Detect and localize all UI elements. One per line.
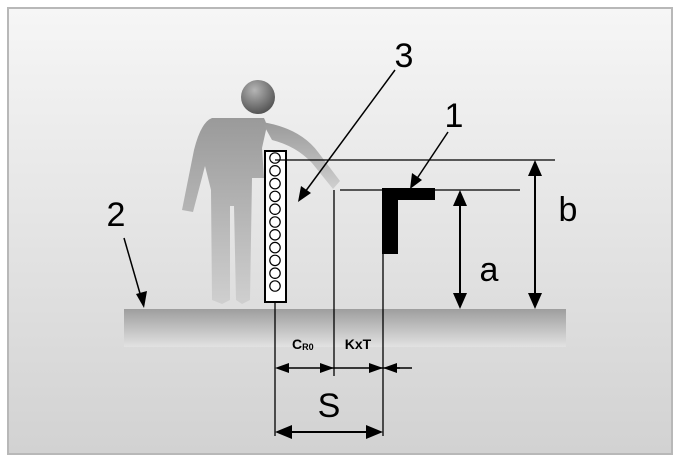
dimension-s <box>275 425 383 439</box>
callout-1-arrowhead <box>410 173 422 189</box>
light-curtain-beam <box>269 152 281 164</box>
dimension-b <box>528 160 542 309</box>
dimension-a <box>453 190 467 309</box>
light-curtain-beam <box>269 203 281 215</box>
cr0-subscript-text: R0 <box>302 342 314 352</box>
cr0-right-arrow <box>320 363 334 373</box>
person-head <box>241 80 275 114</box>
light-curtain-beam <box>269 229 281 241</box>
dimension-a-bottom-arrow <box>453 293 467 309</box>
callout-leaders <box>123 69 449 308</box>
light-curtain-beam <box>269 216 281 228</box>
person-body <box>182 118 267 304</box>
light-curtain-icon <box>264 150 287 303</box>
callout-2-label: 2 <box>107 196 126 234</box>
dimension-s-label: S <box>318 387 341 425</box>
dimension-cr0-label: CR0 <box>292 336 314 352</box>
dimension-s-right-arrow <box>366 425 383 439</box>
callout-3-leader <box>304 69 396 193</box>
callout-2-leader <box>123 237 142 298</box>
callout-1-leader <box>415 131 449 181</box>
floor-icon <box>124 309 566 347</box>
machine-hazard-icon <box>382 188 435 254</box>
light-curtain-beams <box>269 152 281 292</box>
cr0-left-arrow <box>275 363 289 373</box>
light-curtain-beam <box>269 165 281 177</box>
kxt-outer-arrow <box>383 363 397 373</box>
light-curtain-beam <box>269 190 281 203</box>
light-curtain-beam <box>269 254 281 267</box>
dimension-b-label: b <box>559 191 578 229</box>
light-curtain-beam <box>269 280 281 292</box>
callout-3-label: 3 <box>395 37 414 75</box>
light-curtain-beam <box>269 241 281 254</box>
callout-2-arrowhead <box>136 291 147 308</box>
callout-1-label: 1 <box>445 97 464 135</box>
dimension-s-left-arrow <box>275 425 292 439</box>
dimension-b-top-arrow <box>528 160 542 176</box>
callout-3-arrowhead <box>298 186 311 202</box>
dimension-kxt-label: KxT <box>345 336 372 352</box>
extension-lines <box>274 159 555 436</box>
light-curtain-beam <box>269 177 281 190</box>
kxt-right-arrow <box>369 363 383 373</box>
dimension-a-top-arrow <box>453 190 467 206</box>
dimension-b-bottom-arrow <box>528 293 542 309</box>
frame-background <box>7 7 673 455</box>
dimension-a-label: a <box>480 251 499 289</box>
light-curtain-beam <box>269 267 281 279</box>
dimension-cr0-kxt <box>275 363 412 373</box>
cr0-main-text: C <box>292 336 302 352</box>
